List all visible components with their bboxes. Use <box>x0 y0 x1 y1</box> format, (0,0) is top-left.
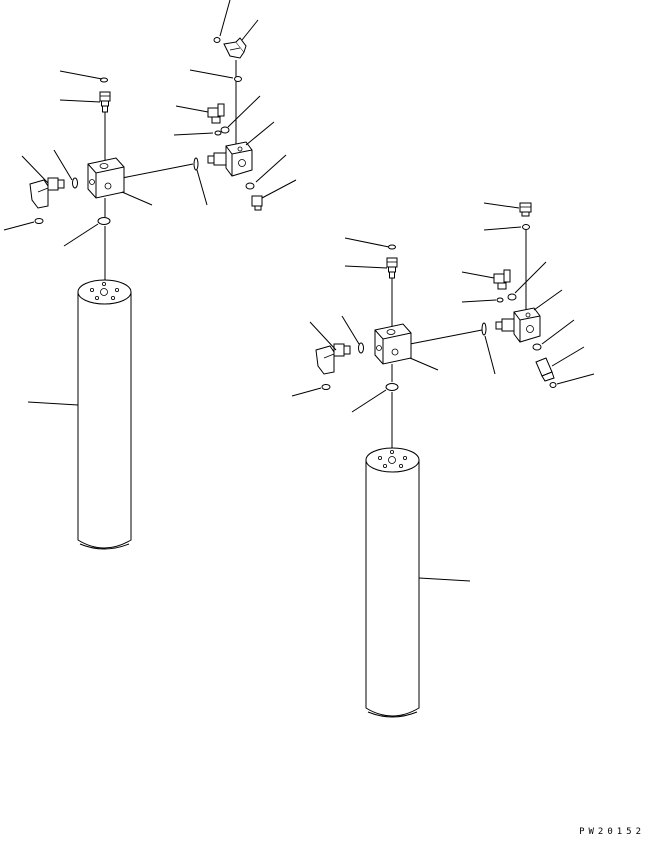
elbow-fitting-top-left <box>224 38 246 58</box>
elbow-fitting-mid-right <box>494 270 510 289</box>
connector-top-right <box>387 258 397 278</box>
o-rings-left <box>35 38 254 225</box>
filter-canister-right <box>366 448 419 717</box>
connector-top-left <box>100 92 110 112</box>
elbow-fitting-right <box>316 344 350 374</box>
leader-lines-right <box>292 203 594 581</box>
elbow-fitting-mid-left <box>208 104 224 123</box>
assembly-left <box>4 0 296 549</box>
nipple-fitting-left <box>252 196 262 210</box>
valve-block-right <box>375 324 411 364</box>
drawing-code: PW20152 <box>579 827 645 837</box>
axis-lines-right <box>392 226 526 452</box>
nipple-fitting-right <box>536 358 554 381</box>
o-rings-right <box>322 225 556 391</box>
elbow-fitting-left <box>30 178 64 208</box>
valve-right-right <box>496 308 540 342</box>
valve-right-left <box>208 142 252 176</box>
valve-block-left <box>88 158 124 198</box>
filter-canister-left <box>78 280 131 549</box>
axis-lines-left <box>105 60 236 282</box>
assembly-right <box>292 203 594 717</box>
leader-lines-left <box>4 0 296 405</box>
cap-fitting-right <box>520 203 531 216</box>
